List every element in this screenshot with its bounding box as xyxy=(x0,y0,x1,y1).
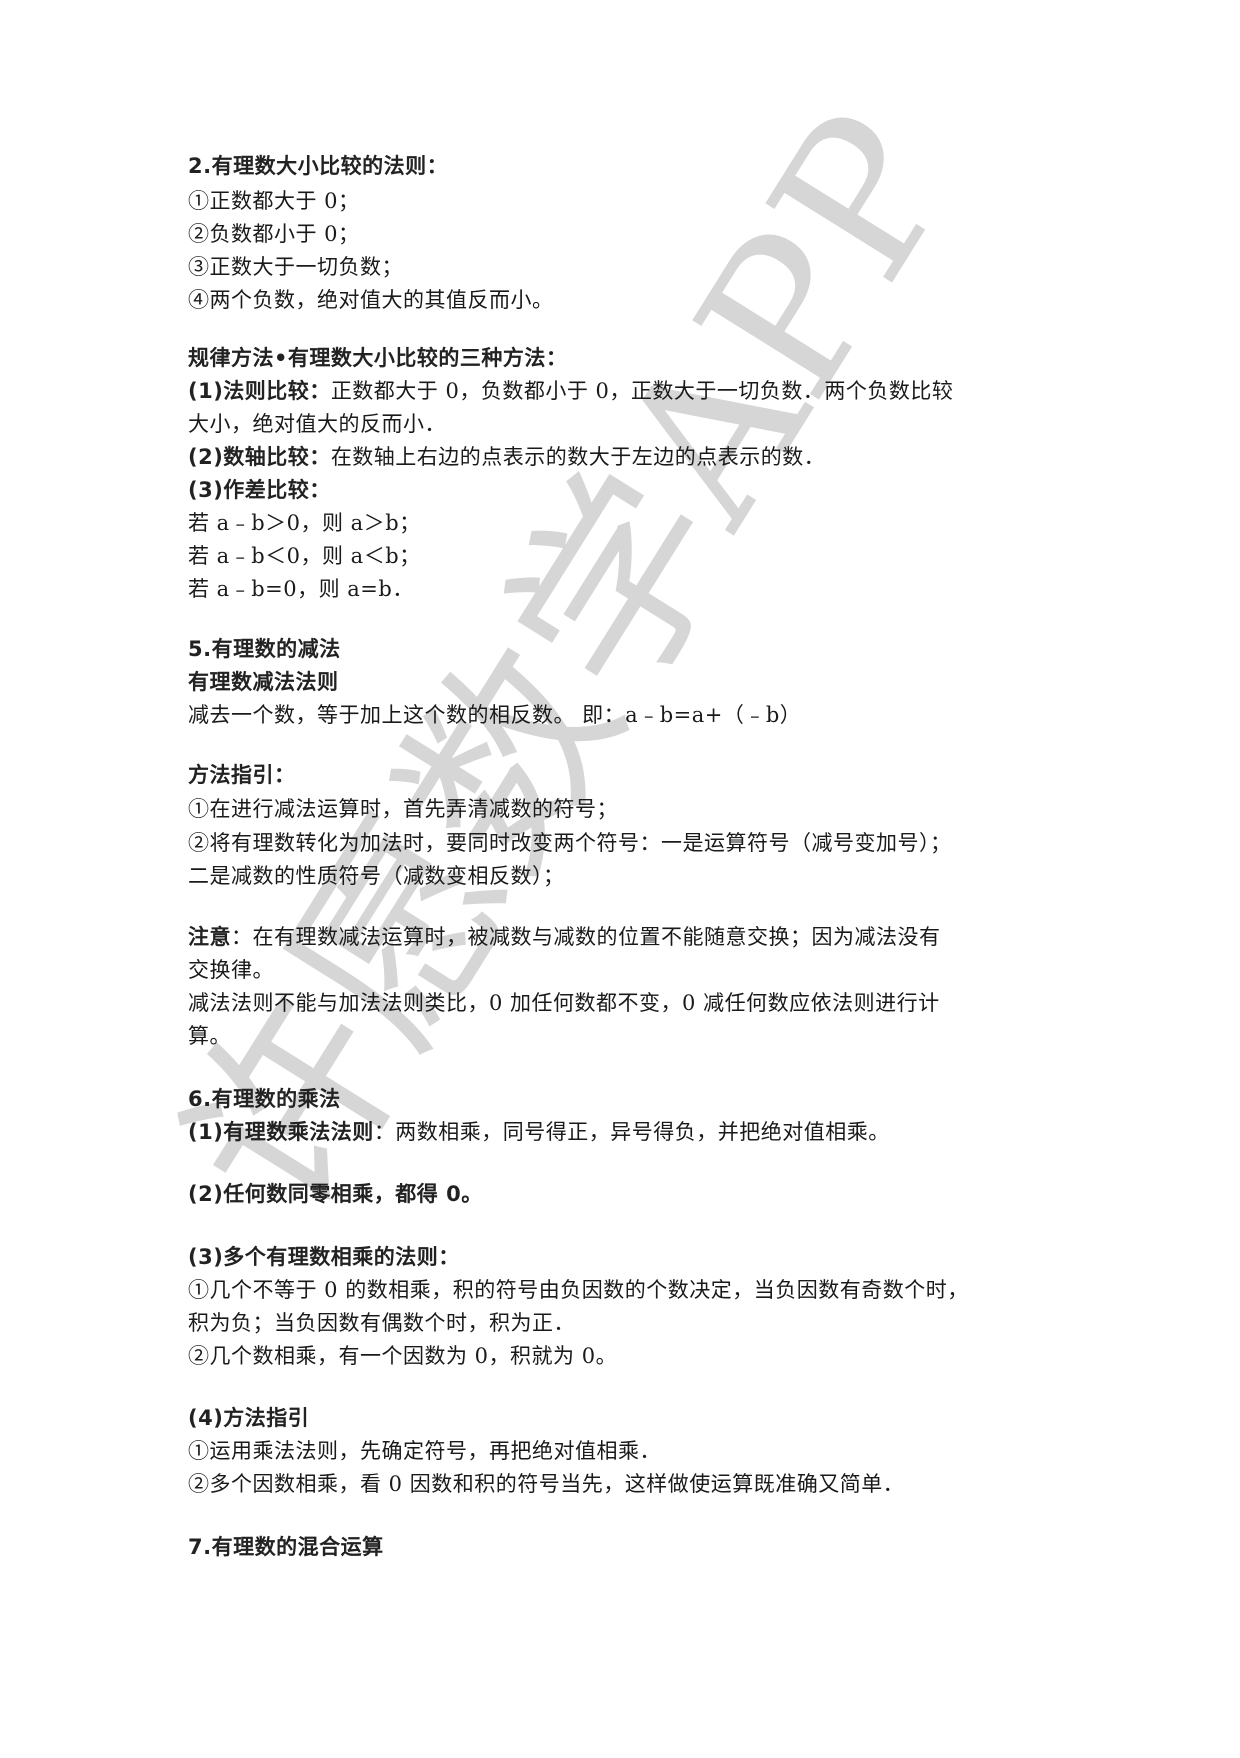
list-item: 二是减数的性质符号（减数变相反数）； xyxy=(188,864,565,888)
section-6-p4-heading: (4)方法指引 xyxy=(188,1406,310,1430)
section-6-p2: (2)任何数同零相乘，都得 0。 xyxy=(188,1182,483,1206)
section-7-heading: 7.有理数的混合运算 xyxy=(188,1535,384,1559)
list-item: ①正数都大于 0； xyxy=(188,189,360,213)
list-item: ④两个负数，绝对值大的其值反而小。 xyxy=(188,288,554,312)
method-3-line: 若 a﹣b＞0，则 a＞b； xyxy=(188,511,421,535)
section-5-heading: 5.有理数的减法 xyxy=(188,637,341,661)
list-item: ②负数都小于 0； xyxy=(188,222,360,246)
section-2-heading: 2.有理数大小比较的法则： xyxy=(188,154,449,178)
note-cont: 交换律。 xyxy=(188,958,274,982)
method-1-cont: 大小，绝对值大的反而小． xyxy=(188,412,446,436)
guide-heading: 方法指引： xyxy=(188,763,296,787)
section-5-rule: 减去一个数，等于加上这个数的相反数。 即：a﹣b=a+（﹣b） xyxy=(188,703,802,727)
list-item: ①运用乘法法则，先确定符号，再把绝对值相乘． xyxy=(188,1439,661,1463)
method-1-label: (1)法则比较： xyxy=(188,379,331,403)
list-item: ③正数大于一切负数； xyxy=(188,255,403,279)
section-6-p3-heading: (3)多个有理数相乘的法则： xyxy=(188,1245,460,1269)
note-label: 注意 xyxy=(188,925,231,949)
list-item: ②几个数相乘，有一个因数为 0，积就为 0。 xyxy=(188,1344,618,1368)
list-item: ②将有理数转化为加法时，要同时改变两个符号：一是运算符号（减号变加号）； xyxy=(188,831,952,855)
list-item: ①在进行减法运算时，首先弄清减数的符号； xyxy=(188,797,618,821)
method-1-text: 正数都大于 0，负数都小于 0，正数大于一切负数．两个负数比较 xyxy=(330,379,954,403)
p1-label: (1)有理数乘法法则 xyxy=(188,1120,374,1144)
method-2: (2)数轴比较：在数轴上右边的点表示的数大于左边的点表示的数． xyxy=(188,443,1068,471)
section-5-subheading: 有理数减法法则 xyxy=(188,670,339,694)
method-heading: 规律方法•有理数大小比较的三种方法： xyxy=(188,346,568,370)
method-3-line: 若 a﹣b=0，则 a=b． xyxy=(188,577,414,601)
method-2-text: 在数轴上右边的点表示的数大于左边的点表示的数． xyxy=(330,445,826,469)
section-6-heading: 6.有理数的乘法 xyxy=(188,1087,341,1111)
method-3-line: 若 a﹣b＜0，则 a＜b； xyxy=(188,544,421,568)
list-item: ①几个不等于 0 的数相乘，积的符号由负因数的个数决定，当负因数有奇数个时， xyxy=(188,1278,969,1302)
note-2: 减法法则不能与加法法则类比，0 加任何数都不变，0 减任何数应依法则进行计 xyxy=(188,991,940,1015)
section-6-p1: (1)有理数乘法法则：两数相乘，同号得正，异号得负，并把绝对值相乘。 xyxy=(188,1118,1068,1146)
p1-text: ：两数相乘，同号得正，异号得负，并把绝对值相乘。 xyxy=(373,1120,890,1144)
note-2-cont: 算。 xyxy=(188,1024,231,1048)
method-3-label: (3)作差比较： xyxy=(188,478,331,502)
list-item: 积为负；当负因数有偶数个时，积为正． xyxy=(188,1311,575,1335)
note-text: ：在有理数减法运算时，被减数与减数的位置不能随意交换；因为减法没有 xyxy=(231,925,941,949)
note: 注意：在有理数减法运算时，被减数与减数的位置不能随意交换；因为减法没有 xyxy=(188,923,1068,951)
method-2-label: (2)数轴比较： xyxy=(188,445,331,469)
method-1: (1)法则比较：正数都大于 0，负数都小于 0，正数大于一切负数．两个负数比较 xyxy=(188,377,1068,405)
list-item: ②多个因数相乘，看 0 因数和积的符号当先，这样做使运算既准确又简单． xyxy=(188,1472,905,1496)
